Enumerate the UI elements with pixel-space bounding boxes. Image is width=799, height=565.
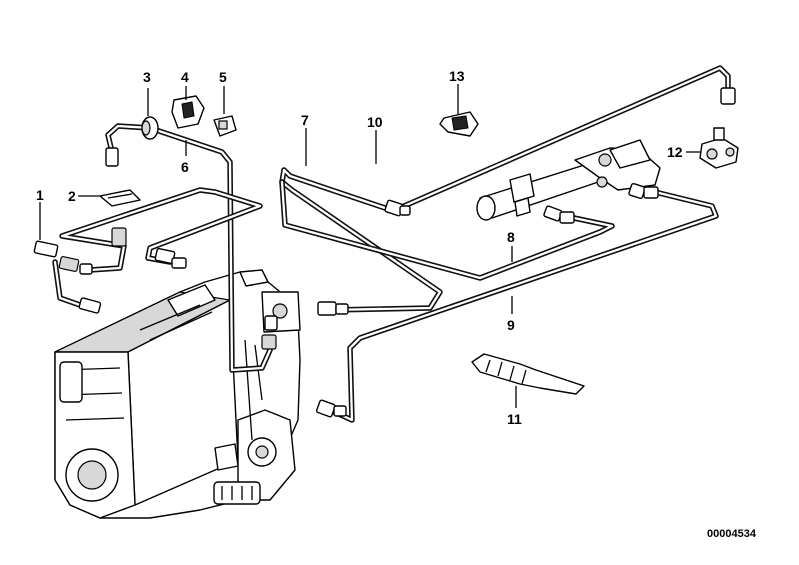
callout-labels: 1 2 3 4 5 6 7 8 9 10 11 12 13 — [36, 68, 683, 427]
callout-11: 11 — [507, 411, 522, 427]
brake-pipes — [52, 65, 731, 423]
callout-4: 4 — [181, 69, 189, 85]
callout-7: 7 — [301, 112, 309, 128]
callout-13: 13 — [449, 68, 465, 84]
callout-2: 2 — [68, 188, 76, 204]
part-12-tee-fitting — [699, 127, 739, 169]
part-13-clip — [439, 111, 479, 137]
callout-6: 6 — [181, 159, 189, 175]
callout-1: 1 — [36, 187, 44, 203]
drawing-number: 00004534 — [707, 528, 757, 540]
callout-8: 8 — [507, 229, 515, 245]
callout-5: 5 — [219, 69, 227, 85]
callout-12: 12 — [667, 144, 683, 160]
master-cylinder — [476, 139, 661, 221]
part-5-clip — [213, 115, 237, 137]
leader-lines — [39, 84, 700, 408]
callout-10: 10 — [367, 114, 383, 130]
callout-3: 3 — [143, 69, 151, 85]
pipe-fittings — [33, 87, 736, 418]
part-2-bracket — [99, 189, 141, 207]
abs-hydraulic-unit — [54, 269, 301, 519]
part-3-grommet — [141, 116, 159, 140]
callout-9: 9 — [507, 317, 515, 333]
part-4-clip — [171, 95, 205, 129]
part-11-heat-shield — [471, 353, 585, 395]
